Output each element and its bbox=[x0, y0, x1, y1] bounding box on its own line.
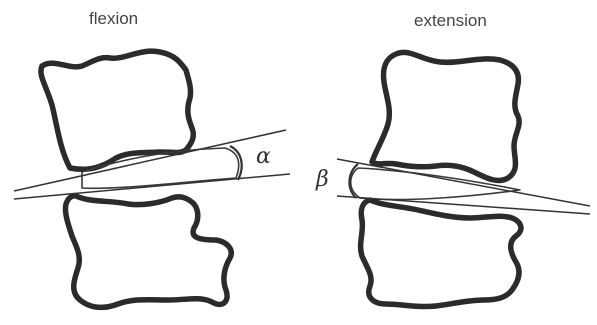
flexion-panel: flexion α bbox=[14, 9, 290, 307]
flexion-reference-line-lower bbox=[14, 174, 290, 199]
extension-upper-vertebra bbox=[372, 52, 519, 180]
flexion-disc bbox=[82, 148, 239, 188]
flexion-reference-line-upper bbox=[14, 130, 286, 191]
flexion-lower-vertebra bbox=[65, 196, 231, 308]
extension-panel: extension β bbox=[315, 11, 590, 307]
extension-lower-vertebra bbox=[361, 200, 521, 307]
extension-title: extension bbox=[414, 11, 487, 30]
extension-disc bbox=[351, 168, 520, 200]
flexion-title: flexion bbox=[89, 9, 138, 28]
flexion-upper-vertebra bbox=[41, 51, 193, 169]
extension-angle-label: β bbox=[315, 167, 329, 192]
flexion-angle-label: α bbox=[256, 144, 271, 169]
